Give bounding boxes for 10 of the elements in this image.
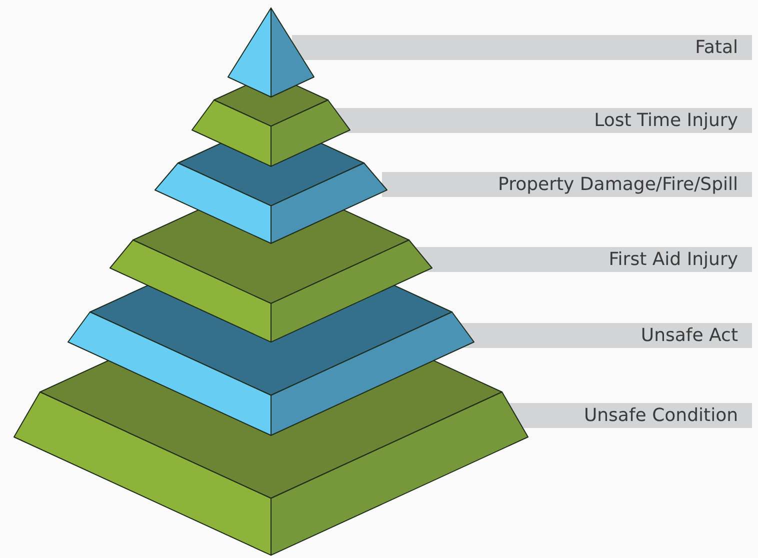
label-bar [332,108,752,133]
tier-label: Lost Time Injury [594,110,738,131]
tier-label: Fatal [695,37,738,58]
tier-label: Unsafe Condition [584,405,738,426]
tier-label: Property Damage/Fire/Spill [498,174,738,195]
label-bar [507,403,752,428]
tier-label: First Aid Injury [608,249,738,270]
label-bar [292,35,752,60]
label-bar [382,172,752,197]
tier-label: Unsafe Act [640,325,738,346]
